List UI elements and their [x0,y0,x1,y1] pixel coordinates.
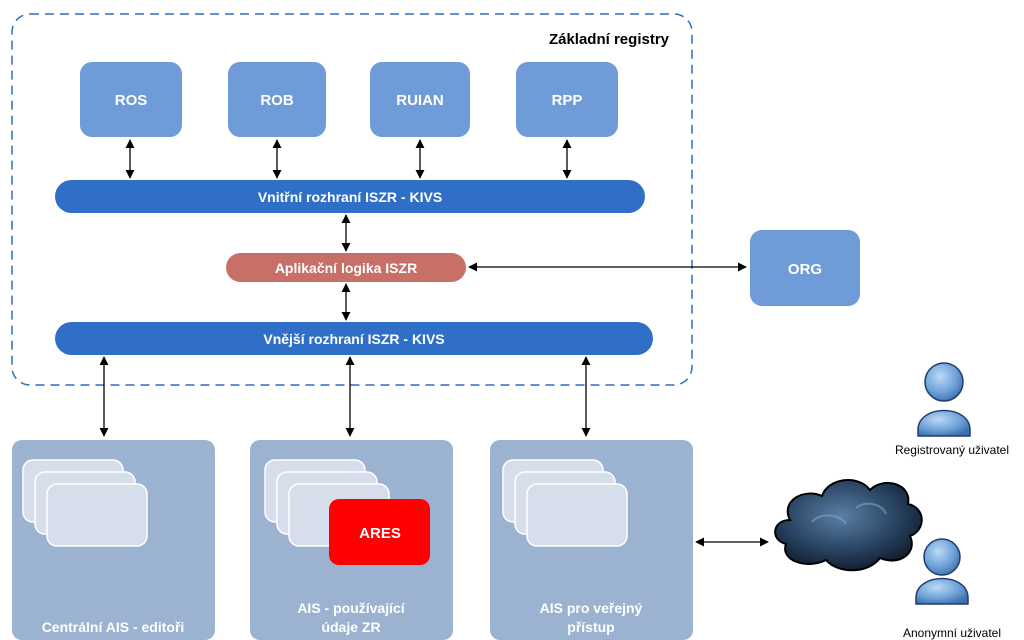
registry-label: ROS [115,92,148,109]
anonymous-user-label: Anonymní uživatel [903,626,1001,640]
ares-label: ARES [359,525,401,542]
system-ais-using-zr: ARES AIS - používající údaje ZR [250,440,453,640]
system-label: AIS pro veřejný [540,600,643,616]
cloud-icon [774,478,923,572]
registry-group-title: Základní registry [549,31,670,48]
system-label: přístup [567,619,614,635]
registry-label: RUIAN [396,92,444,109]
registered-user-icon [917,362,971,437]
system-label: AIS - používající [297,600,405,616]
registered-user-label: Registrovaný uživatel [895,443,1009,457]
outer-interface-label: Vnější rozhraní ISZR - KIVS [263,331,444,347]
registry-ros: ROS [80,62,182,137]
system-ais-public: AIS pro veřejný přístup [490,440,693,640]
system-label: Centrální AIS - editoři [42,619,185,635]
org-box: ORG [750,230,860,306]
system-central-ais: Centrální AIS - editoři [12,440,215,640]
outer-interface-bar: Vnější rozhraní ISZR - KIVS [55,322,653,355]
registry-rpp: RPP [516,62,618,137]
ares-box: ARES [329,499,430,565]
app-logic-box: Aplikační logika ISZR [226,253,466,282]
registry-ruian: RUIAN [370,62,470,137]
page-stack [526,483,628,547]
page-stack [46,483,148,547]
inner-interface-label: Vnitřní rozhraní ISZR - KIVS [258,189,442,205]
anonymous-user-icon [915,538,969,605]
org-label: ORG [788,261,822,278]
registry-label: ROB [260,92,294,109]
registry-rob: ROB [228,62,326,137]
inner-interface-bar: Vnitřní rozhraní ISZR - KIVS [55,180,645,213]
registry-label: RPP [552,92,583,109]
system-label: údaje ZR [321,619,380,635]
app-logic-label: Aplikační logika ISZR [275,260,417,276]
